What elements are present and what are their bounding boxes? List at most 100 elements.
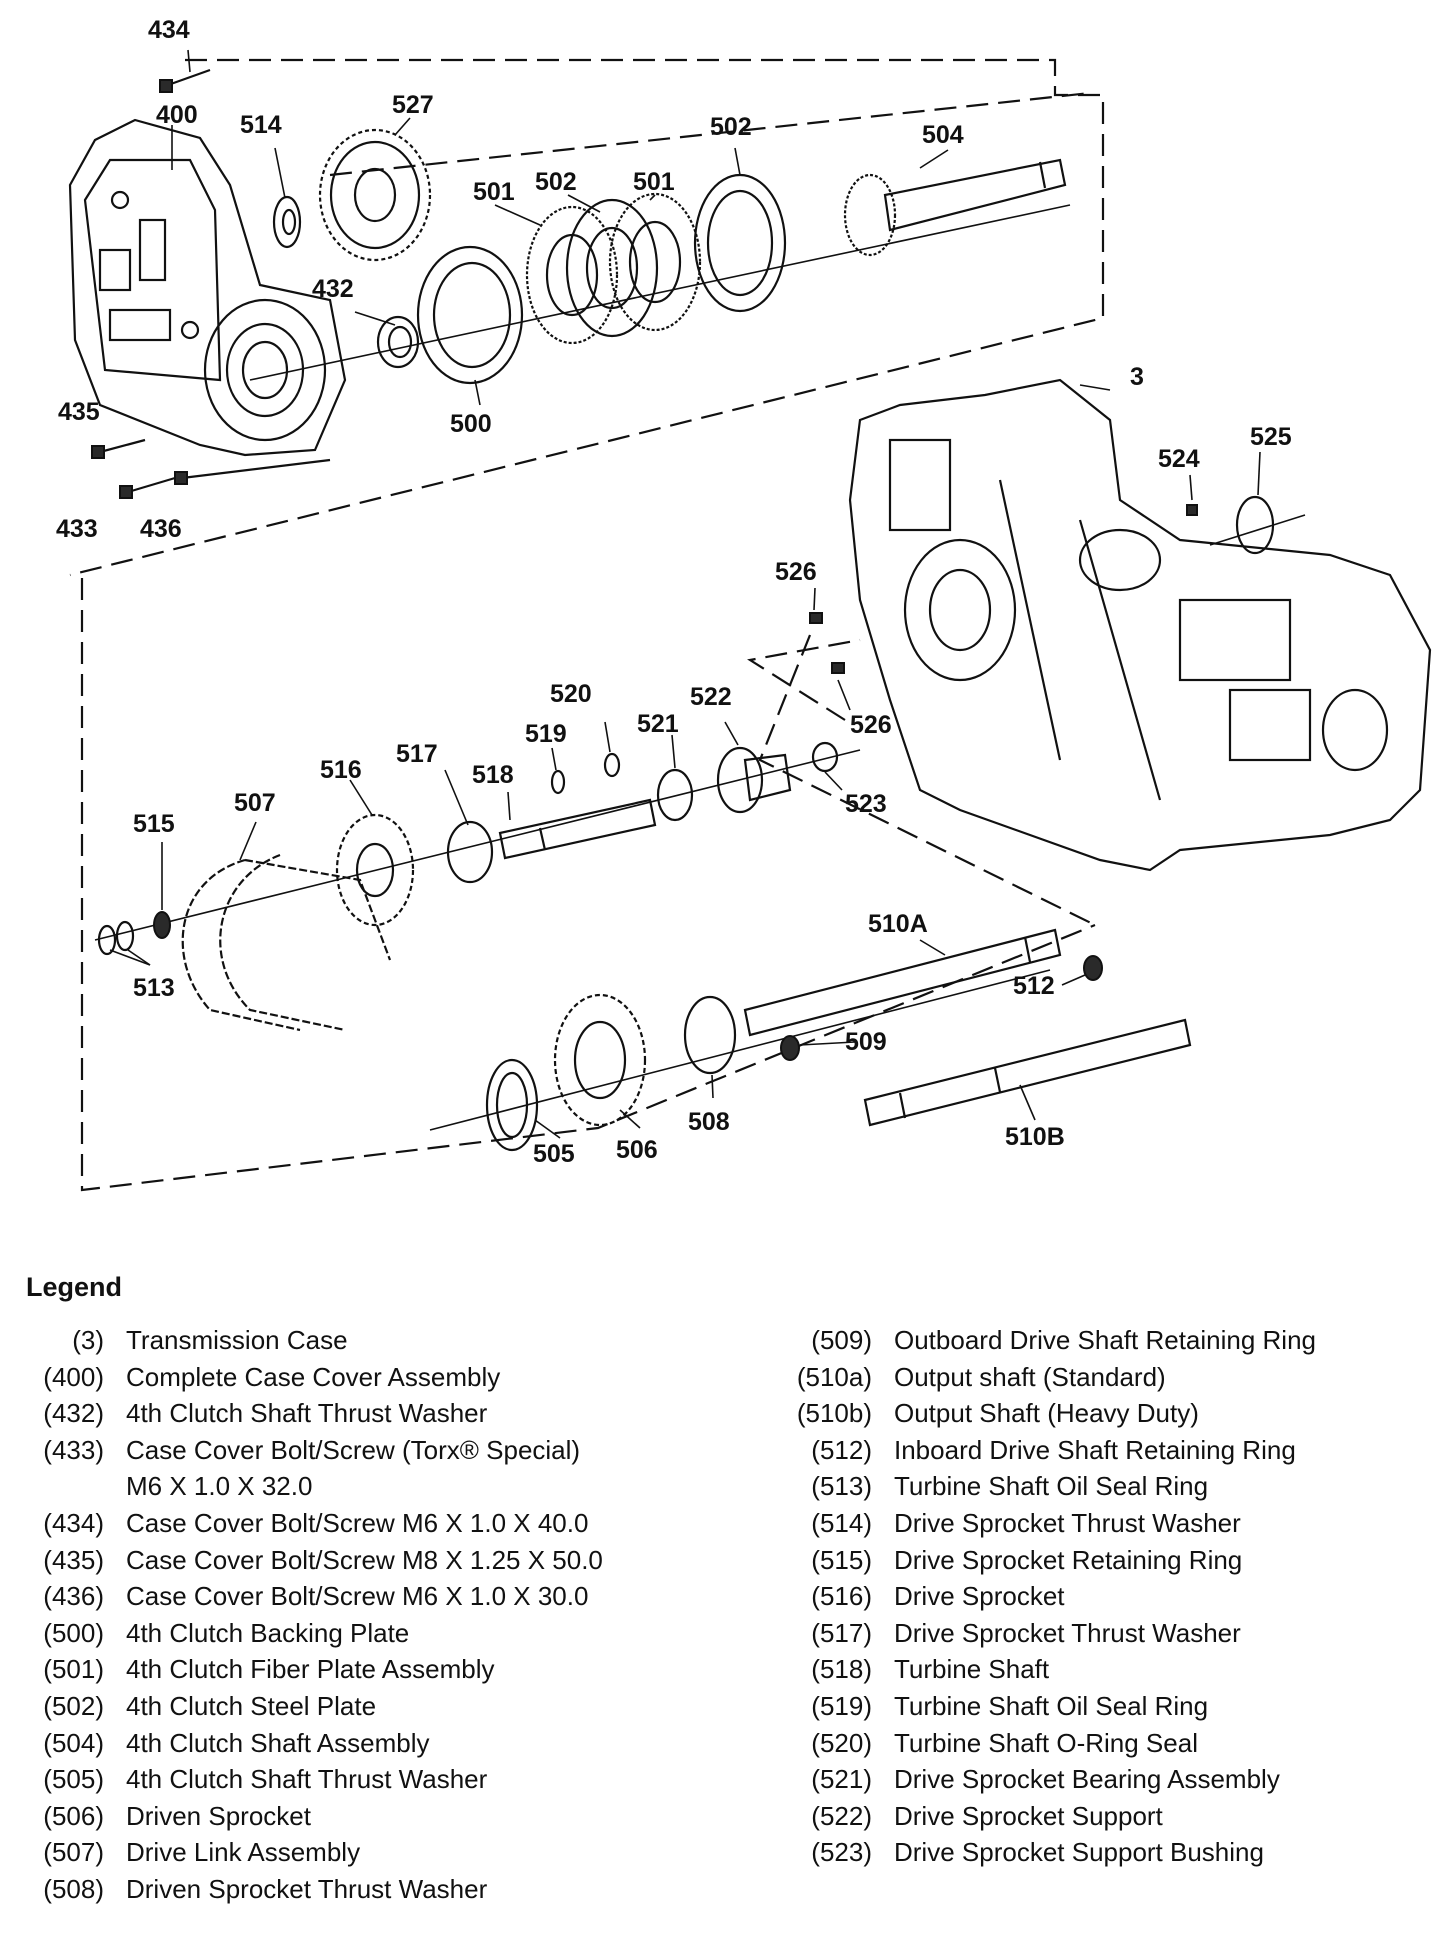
callout-514: 514 [240,111,282,139]
legend-code: (436) [43,1581,104,1612]
legend-description: Drive Sprocket Support Bushing [894,1837,1264,1868]
legend-description: 4th Clutch Steel Plate [126,1690,377,1721]
transmission-case [848,378,1432,872]
legend-entry: (505)4th Clutch Shaft Thrust Washer [0,1761,603,1798]
legend-entry: (514) Drive Sprocket Thrust Washer [760,1505,1316,1542]
bolt-434 [159,68,211,93]
legend-description: 4th Clutch Shaft Thrust Washer [126,1398,488,1429]
callout-502b: 502 [710,113,752,141]
legend-entry: (508)Driven Sprocket Thrust Washer [0,1871,603,1908]
callout-507: 507 [234,789,276,817]
driven-sprocket-506 [553,993,647,1127]
output-axis-line [429,969,1051,1131]
clutch-shaft-assembly-504 [843,158,1067,257]
callout-512: 512 [1013,972,1055,1000]
legend-code: (501) [43,1654,104,1685]
legend-entry: (434)Case Cover Bolt/Screw M6 X 1.0 X 40… [0,1505,603,1542]
legend-code: (519) [811,1690,872,1721]
legend-code: (510a) [796,1361,872,1392]
sprocket-support-522 [716,746,792,814]
legend-code: (513) [811,1471,872,1502]
legend-code: (504) [43,1727,104,1758]
legend-code: (432) [43,1398,104,1429]
fiber-plate-501b [608,192,702,332]
legend-entry: (400)Complete Case Cover Assembly [0,1359,603,1396]
legend-code: (433) [43,1434,104,1465]
callout-500: 500 [450,410,492,438]
legend-left-column: (3)Transmission Case(400)Complete Case C… [0,1322,603,1908]
retaining-ring-512 [1083,955,1103,981]
legend-description: 4th Clutch Fiber Plate Assembly [126,1654,495,1685]
legend-entry: (523)Drive Sprocket Support Bushing [760,1834,1316,1871]
callout-3: 3 [1130,363,1144,391]
legend-code: (515) [811,1544,872,1575]
legend-code: (518) [811,1654,872,1685]
legend-entry: (435)Case Cover Bolt/Screw M8 X 1.25 X 5… [0,1542,603,1579]
legend-description: Complete Case Cover Assembly [126,1361,501,1392]
callout-525: 525 [1250,423,1292,451]
legend-code: (506) [43,1800,104,1831]
legend-entry: (513)Turbine Shaft Oil Seal Ring [760,1468,1316,1505]
upper-assembly-guide [69,58,1105,577]
legend-entry: (501) 4th Clutch Fiber Plate Assembly [0,1651,603,1688]
legend-code: (434) [43,1507,104,1538]
turbine-shaft-518 [498,798,657,860]
legend-description: Drive Link Assembly [126,1837,361,1868]
legend-entry: (510a)Output shaft (Standard) [760,1359,1316,1396]
upper-axis-line [249,204,1071,381]
callout-521: 521 [637,710,679,738]
legend-description: Drive Sprocket [894,1581,1065,1612]
legend-entry: (502) 4th Clutch Steel Plate [0,1688,603,1725]
oil-seal-ring-519 [550,769,566,795]
callout-520: 520 [550,680,592,708]
callout-labels: 434 400 514 527 501 502 501 502 504 432 … [56,16,1292,1168]
legend-code: (514) [811,1507,872,1538]
callout-434: 434 [148,16,190,44]
legend-entry: (517)Drive Sprocket Thrust Washer [760,1615,1316,1652]
lower-assembly-guide [80,578,1096,1192]
legend-entry: (507)Drive Link Assembly [0,1834,603,1871]
thrust-washer-517 [446,820,494,884]
callout-519: 519 [525,720,567,748]
thrust-washer-432 [376,315,420,369]
callout-523: 523 [845,790,887,818]
legend-entry: (520)Turbine Shaft O-Ring Seal [760,1725,1316,1762]
callout-510B: 510B [1005,1123,1065,1151]
legend-description: 4th Clutch Shaft Assembly [126,1727,430,1758]
drive-link-assembly-507 [181,853,392,1032]
legend-entry: (518)Turbine Shaft [760,1651,1316,1688]
legend-description: Driven Sprocket [126,1800,311,1831]
legend-code: (509) [811,1325,872,1355]
legend-description: 4th Clutch Backing Plate [126,1617,410,1648]
legend-description: Case Cover Bolt/Screw (Torx® Special) M6… [126,1434,581,1502]
legend-entry: (3)Transmission Case [0,1322,603,1359]
legend-entry: (433) Case Cover Bolt/Screw (Torx® Specia… [0,1432,603,1505]
seal-525 [1209,495,1306,555]
bolt-435 [91,438,146,459]
pin-526b [831,662,845,674]
legend-entry: (519)Turbine Shaft Oil Seal Ring [760,1688,1316,1725]
leader-lines [109,49,1261,1139]
retaining-ring-509 [780,1035,800,1061]
pin-526a [809,612,823,624]
legend-entry: (521)Drive Sprocket Bearing Assembly [760,1761,1316,1798]
callout-400: 400 [156,101,198,129]
legend-entry: (436)Case Cover Bolt/Screw M6 X 1.0 X 30… [0,1578,603,1615]
legend-description: Driven Sprocket Thrust Washer [126,1873,488,1904]
legend-entry: (522)Drive Sprocket Support [760,1798,1316,1835]
legend-description: Drive Sprocket Support [894,1800,1163,1831]
legend-description: Drive Sprocket Thrust Washer [894,1507,1241,1538]
legend-right-column: (509)Outboard Drive Shaft Retaining Ring… [760,1322,1316,1871]
lower-axis-line [94,749,861,941]
legend-code: (500) [43,1617,104,1648]
plug-524 [1186,504,1198,516]
callout-435: 435 [58,398,100,426]
legend-entry: (500) 4th Clutch Backing Plate [0,1615,603,1652]
legend-entry: (516)Drive Sprocket [760,1578,1316,1615]
callout-518: 518 [472,761,514,789]
bolt-436 [174,458,331,485]
callout-510A: 510A [868,910,928,938]
legend-code: (502) [43,1690,104,1721]
exploded-view-diagram: 434 400 514 527 501 502 501 502 504 432 … [56,16,1432,1192]
callout-506: 506 [616,1136,658,1164]
